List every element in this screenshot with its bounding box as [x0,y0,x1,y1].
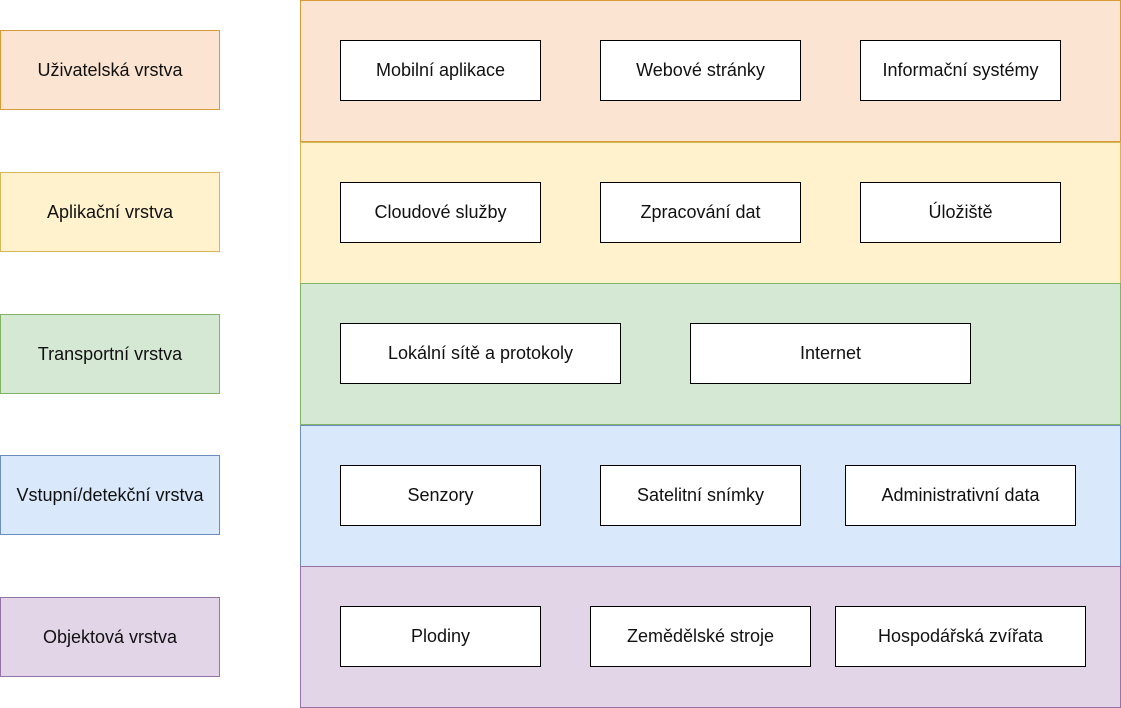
node-data-processing: Zpracování dat [600,182,801,243]
layer-label-application: Aplikační vrstva [0,172,220,252]
layer-label-object: Objektová vrstva [0,597,220,677]
node-farm-machinery: Zemědělské stroje [590,606,811,667]
node-livestock: Hospodářská zvířata [835,606,1086,667]
node-storage: Úložiště [860,182,1061,243]
node-mobile-apps: Mobilní aplikace [340,40,541,101]
layer-label-transport: Transportní vrstva [0,314,220,394]
node-crops: Plodiny [340,606,541,667]
node-administrative-data: Administrativní data [845,465,1076,526]
layer-label-user: Uživatelská vrstva [0,30,220,110]
node-sensors: Senzory [340,465,541,526]
node-internet: Internet [690,323,971,384]
node-local-networks: Lokální sítě a protokoly [340,323,621,384]
node-satellite-images: Satelitní snímky [600,465,801,526]
node-websites: Webové stránky [600,40,801,101]
node-cloud-services: Cloudové služby [340,182,541,243]
layer-label-input: Vstupní/detekční vrstva [0,455,220,535]
node-information-systems: Informační systémy [860,40,1061,101]
